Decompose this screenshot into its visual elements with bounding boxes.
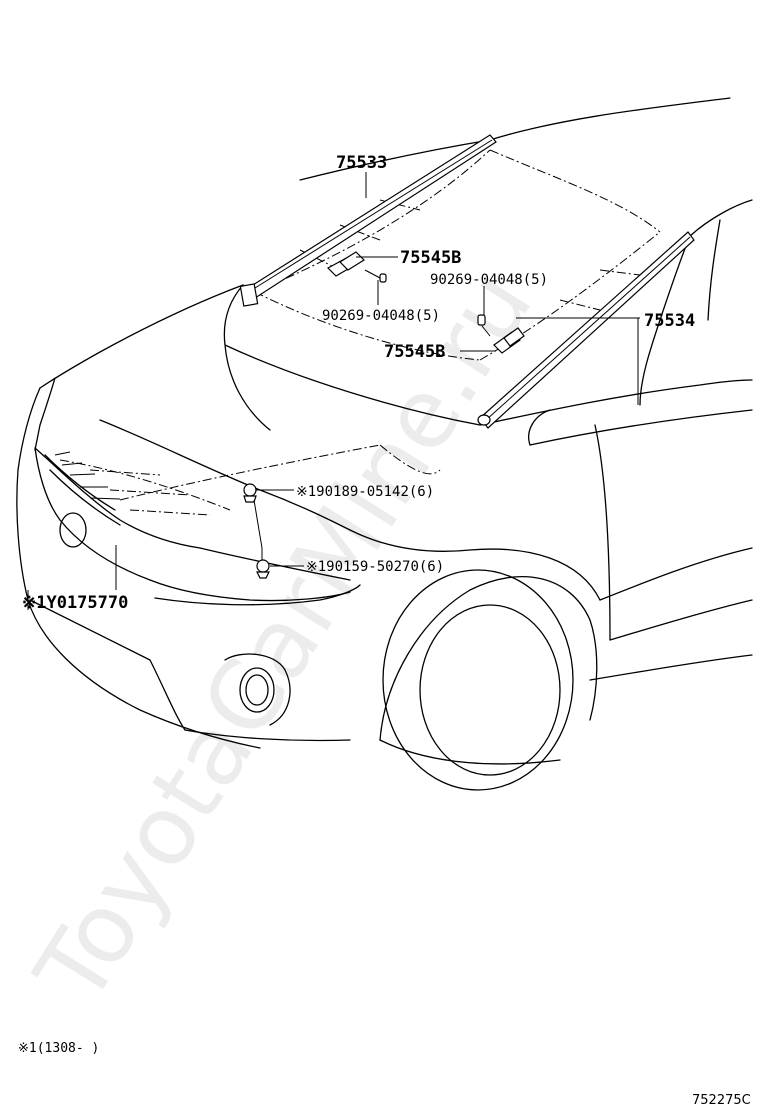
retainer-lower-part — [493, 327, 525, 354]
callout-clip-right: 90269-04048(5) — [430, 272, 548, 288]
watermark-text: ToyotaCarMine.ru — [14, 252, 554, 1023]
callout-clip-left: 90269-04048(5) — [322, 308, 440, 324]
footnote-text: ※1(1308- ) — [18, 1041, 99, 1056]
weatherstrip-right-part — [477, 231, 695, 429]
car-body-outline — [16, 97, 753, 791]
clip-lower-part — [256, 548, 270, 579]
callout-clip-upper: ※190189-05142(6) — [296, 484, 434, 500]
hood-panel-outline — [59, 444, 441, 516]
leader-lines — [27, 172, 640, 610]
callout-retainer-lower: 75545B — [384, 342, 445, 362]
callout-emblem: ※1Y0175770 — [22, 593, 128, 613]
callout-retainer-upper: 75545B — [400, 248, 461, 268]
callout-weatherstrip-right: 75534 — [644, 311, 695, 331]
clip-upper-part — [243, 483, 257, 503]
weatherstrip-left-part — [239, 134, 497, 307]
callout-clip-lower: ※190159-50270(6) — [306, 559, 444, 575]
clip-left-part — [364, 269, 387, 283]
callout-weatherstrip-left: 75533 — [336, 153, 387, 173]
figure-code: 752275C — [692, 1093, 751, 1108]
clip-right-part — [477, 314, 491, 337]
